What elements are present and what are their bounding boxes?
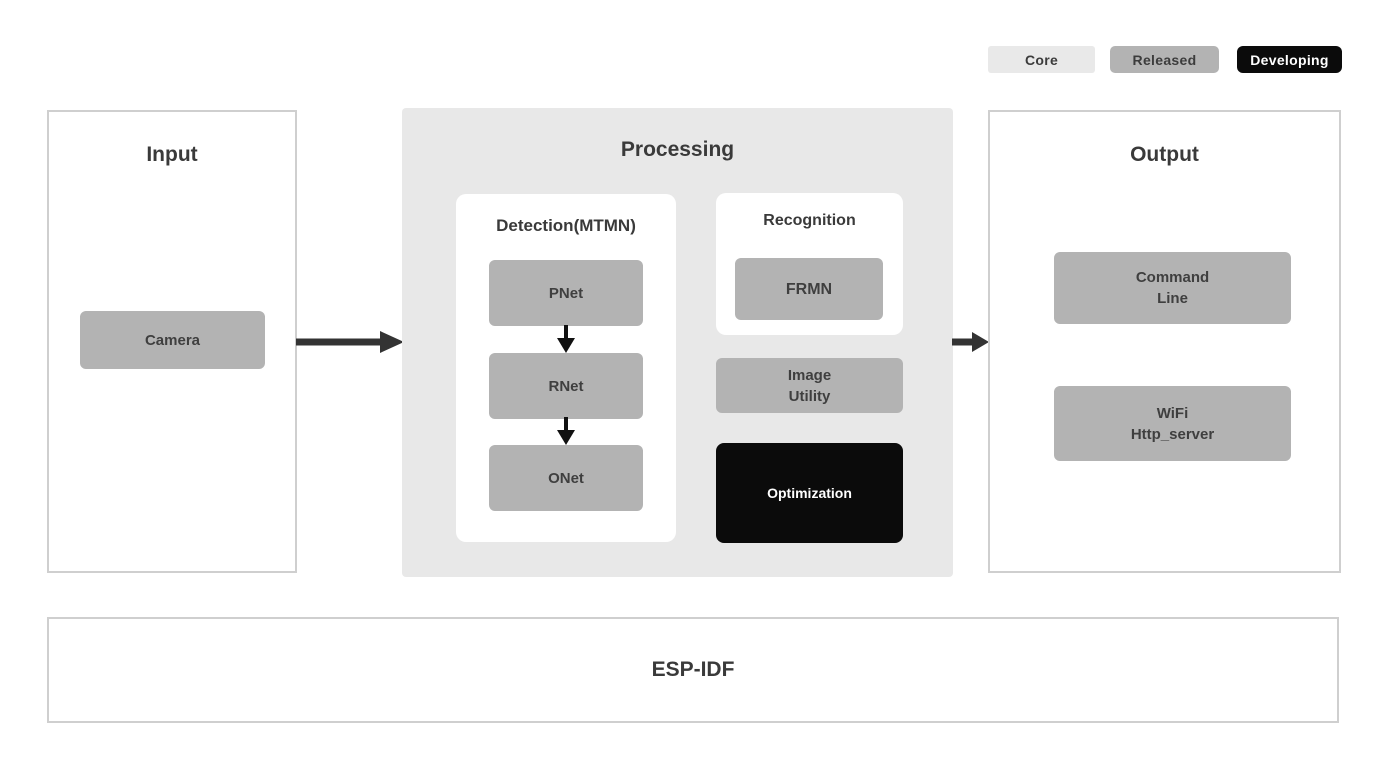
down-arrow-icon — [557, 417, 575, 445]
rnet-node-label: RNet — [548, 377, 584, 395]
arrow-input-to-processing — [296, 328, 406, 356]
onet-node-label: ONet — [548, 469, 584, 487]
processing-panel: Processing Detection(MTMN) PNet RNet — [402, 108, 953, 577]
optimization-node: Optimization — [716, 443, 903, 543]
legend-developing-badge: Developing — [1237, 46, 1342, 73]
arrow-processing-to-output — [952, 329, 990, 355]
image-utility-node: Image Utility — [716, 358, 903, 413]
input-panel: Input Camera — [47, 110, 297, 573]
recognition-card-title: Recognition — [763, 212, 856, 229]
esp-idf-panel-title: ESP-IDF — [651, 658, 735, 681]
wifi-http-server-node: WiFi Http_server — [1054, 386, 1291, 461]
arrow-rnet-to-onet — [554, 417, 578, 446]
detection-card-title: Detection(MTMN) — [496, 216, 636, 235]
right-arrow-icon — [296, 331, 404, 353]
optimization-node-label: Optimization — [767, 484, 852, 501]
recognition-card: Recognition FRMN — [716, 193, 903, 335]
detection-card: Detection(MTMN) PNet RNet ONet — [456, 194, 676, 542]
down-arrow-icon — [557, 325, 575, 353]
arrow-pnet-to-rnet — [554, 325, 578, 354]
wifi-label-line2: Http_server — [1130, 425, 1215, 443]
processing-panel-title: Processing — [620, 138, 735, 161]
rnet-node: RNet — [489, 353, 643, 419]
wifi-label-line1: WiFi — [1156, 404, 1189, 422]
output-panel-title: Output — [1130, 143, 1199, 166]
legend-core-badge: Core — [988, 46, 1095, 73]
onet-node: ONet — [489, 445, 643, 511]
right-arrow-icon — [952, 332, 989, 352]
frmn-node-label: FRMN — [785, 280, 833, 298]
output-panel: Output Command Line WiFi Http_server — [988, 110, 1341, 573]
image-utility-label-line2: Utility — [788, 387, 831, 405]
frmn-node: FRMN — [735, 258, 883, 320]
camera-node: Camera — [80, 311, 265, 369]
camera-node-label: Camera — [144, 331, 201, 349]
image-utility-label-line1: Image — [787, 366, 832, 384]
command-line-label-line2: Line — [1157, 290, 1188, 307]
esp-idf-panel: ESP-IDF — [47, 617, 1339, 723]
pnet-node: PNet — [489, 260, 643, 326]
input-panel-title: Input — [146, 143, 198, 166]
legend-released-badge: Released — [1110, 46, 1219, 73]
command-line-node: Command Line — [1054, 252, 1291, 324]
pnet-node-label: PNet — [548, 284, 584, 302]
command-line-label-line1: Command — [1135, 269, 1210, 286]
